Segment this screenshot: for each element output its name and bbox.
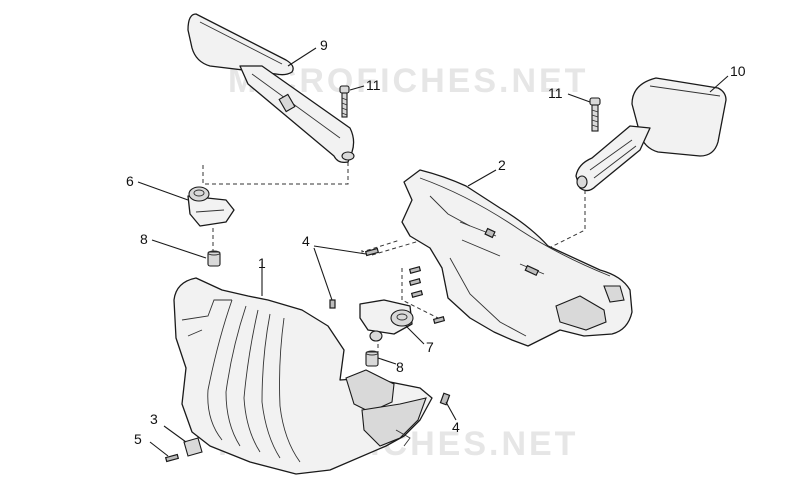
callout-8-right: 8 <box>396 359 404 375</box>
callout-labels: 9 11 10 11 2 6 8 4 1 7 8 3 4 5 <box>126 37 746 447</box>
right-mirror <box>575 77 727 192</box>
bolt-left <box>339 85 350 118</box>
screws <box>329 247 451 406</box>
right-bracket <box>359 299 414 342</box>
callout-11-left: 11 <box>366 77 381 93</box>
plate-and-screw <box>164 437 203 463</box>
callout-8-left: 8 <box>140 231 148 247</box>
callout-5: 5 <box>134 431 142 447</box>
bolt-right <box>589 97 601 132</box>
callout-11-right: 11 <box>548 85 563 101</box>
left-mirror <box>187 13 355 164</box>
front-handlebar-cover <box>173 277 433 475</box>
spacer-right <box>365 350 379 367</box>
leader-lines <box>137 47 729 457</box>
callout-7: 7 <box>426 339 434 355</box>
callout-6: 6 <box>126 173 134 189</box>
callout-2: 2 <box>498 157 506 173</box>
left-bracket <box>187 186 235 227</box>
callout-1: 1 <box>258 255 266 271</box>
callout-3: 3 <box>150 411 158 427</box>
callout-4-bottom: 4 <box>452 419 460 435</box>
rear-handlebar-cover <box>401 169 633 347</box>
callout-4-top: 4 <box>302 233 310 249</box>
callout-9: 9 <box>320 37 328 53</box>
callout-10: 10 <box>730 63 746 79</box>
spacer-left <box>207 250 221 267</box>
